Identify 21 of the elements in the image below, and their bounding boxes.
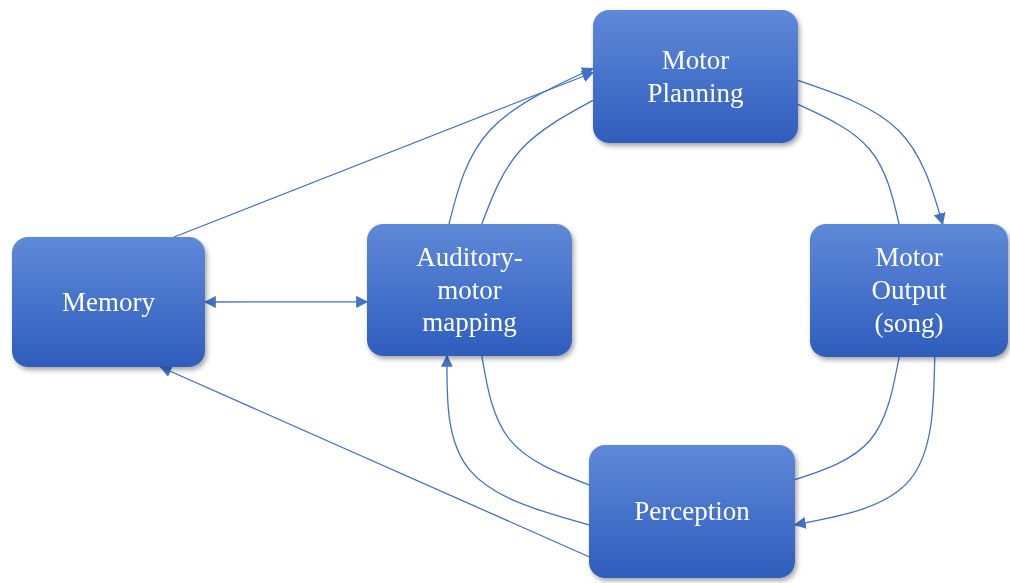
box-label: Motor Output (song) (870, 241, 948, 340)
arrow (203, 295, 369, 308)
connector-line (797, 103, 900, 225)
box-label: Memory (62, 285, 155, 319)
process-box (589, 445, 795, 578)
arrow (173, 70, 595, 238)
connector-line (794, 356, 900, 481)
process-box (367, 224, 572, 356)
box-label: Perception (634, 495, 750, 528)
process-box (12, 237, 205, 367)
arrow (797, 79, 946, 226)
connector-line (481, 355, 590, 486)
arrow (159, 365, 590, 558)
process-box (593, 10, 798, 143)
arrow (440, 354, 590, 526)
connector-line (481, 99, 594, 225)
box-label: Auditory- motor mapping (415, 240, 524, 340)
process-box (810, 224, 1008, 357)
arrow (793, 356, 936, 529)
arrow (448, 67, 595, 225)
box-label: Motor Planning (646, 43, 745, 110)
